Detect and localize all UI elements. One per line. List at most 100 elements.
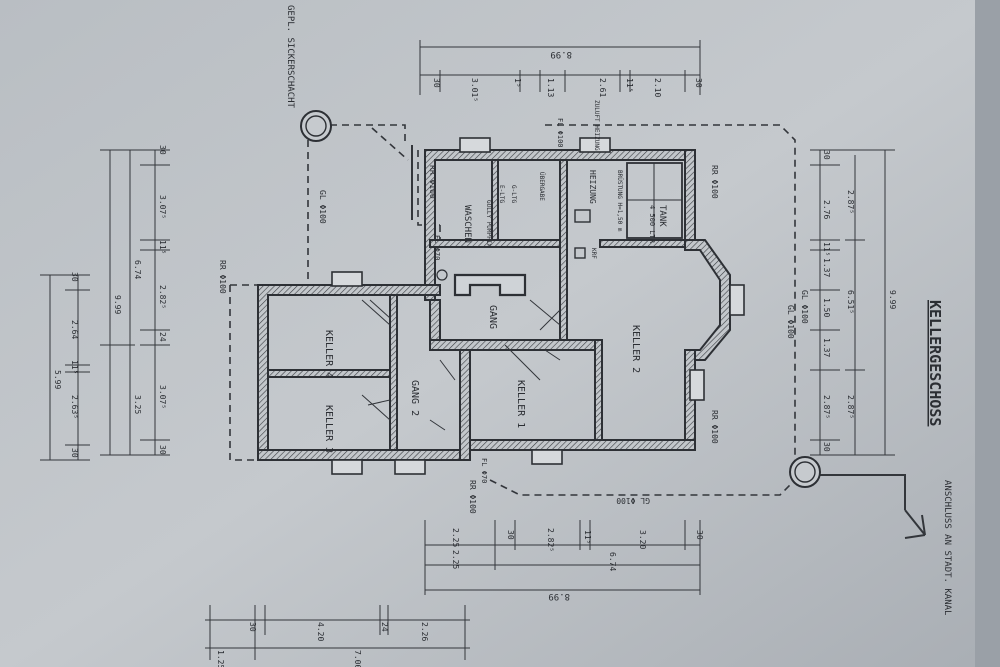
dim-left-p4: 24 — [158, 332, 167, 342]
e-ltg-label: E-LTG — [498, 185, 505, 203]
bruestung-label: BRÜSTUNG H=1,50 m — [616, 170, 623, 232]
dim-lower-total: 7.00 — [353, 650, 362, 667]
pipe-rr100-a: RR Φ100 — [428, 165, 437, 199]
tank-label: TANK — [657, 205, 667, 227]
dim-right-o0: 30 — [822, 150, 831, 160]
dim-left-small: 3.25 — [133, 395, 142, 414]
dim-top-p0: 30 — [432, 78, 441, 88]
dim-left-p1: 3.07⁵ — [158, 195, 167, 219]
paper-right-edge — [975, 0, 1000, 667]
g-ltg-label: G-LTG — [510, 185, 517, 203]
pipe-gl100-b: GL Φ100 — [786, 305, 795, 339]
dim-far-p0: 30 — [70, 272, 79, 282]
dimensions-lower: 1.25 30 4.20 24 2.26 7.00 — [205, 605, 470, 667]
dim-right-b0: 2.87⁵ — [846, 190, 855, 214]
room-heizung: HEIZUNG — [588, 170, 597, 204]
room-labels: KELLER 4 KELLER 3 GANG 2 GANG KELLER 1 K… — [323, 100, 667, 453]
dim-top-p2: 1⁵ — [513, 78, 522, 88]
pipe-fl100: FL Φ100 — [556, 118, 564, 148]
dimensions-far-left: 30 2.64 11⁵ 2.63⁵ 30 5.99 — [40, 272, 90, 461]
dim-lower-p3: 24 — [380, 622, 389, 632]
door-swings — [361, 299, 561, 431]
dim-right-o4: 1.50 — [822, 298, 831, 317]
dim-right-total: 9.99 — [888, 290, 897, 309]
sickerschacht-label: GEPL. SICKERSCHACHT — [285, 5, 295, 109]
dim-top-p4: 2.61 — [598, 78, 607, 97]
krf-label: KRF — [590, 248, 597, 259]
dim-right-o3: 1.37 — [822, 258, 831, 277]
dim-bottom-p1: 30 — [506, 530, 515, 540]
dim-far-p2: 11⁵ — [70, 360, 79, 374]
pipe-rr100-e: RR Φ100 — [468, 480, 477, 514]
dim-right-mid: 6.51⁵ — [846, 290, 855, 314]
dim-bottom-left: 2.25 — [451, 550, 460, 569]
pipe-fl70-a: FL Φ70 — [433, 235, 441, 260]
dim-bottom-p0: 2.25 — [451, 528, 460, 547]
uebergabe-label: ÜBERGABE — [538, 172, 545, 201]
gully-label: GULLY PUMPFIX — [485, 200, 492, 247]
dim-bottom-mid: 6.74 — [608, 552, 617, 571]
dim-far-p1: 2.64 — [70, 320, 79, 339]
oil-tank — [626, 162, 683, 239]
dim-far-p3: 2.63⁵ — [70, 395, 79, 419]
dim-top-p3: 1.13 — [546, 78, 555, 97]
pipe-rr100-c: RR Φ100 — [710, 165, 719, 199]
pipe-rr100-b: RR Φ100 — [218, 260, 227, 294]
dim-lower-p0: 1.25 — [216, 650, 225, 667]
dim-left-p6: 30 — [158, 445, 167, 455]
dim-left-p5: 3.07⁵ — [158, 385, 167, 409]
dim-right-o7: 30 — [822, 442, 831, 452]
kanal-label: ANSCHLUSS AN STADT. KANAL — [942, 480, 952, 615]
dim-bottom-p4: 3.20 — [638, 530, 647, 549]
annotation-labels: GEPL. SICKERSCHACHT ANSCHLUSS AN STADT. … — [285, 5, 952, 615]
interior-walls — [267, 159, 686, 451]
dim-far-total: 5.99 — [53, 370, 62, 389]
dim-left-p3: 2.82⁵ — [158, 285, 167, 309]
dimensions-left: 30 3.07⁵ 11⁵ 2.82⁵ 24 3.07⁵ 30 6.74 3.25… — [100, 145, 170, 456]
dim-right-o1: 2.76 — [822, 200, 831, 219]
dim-left-total: 9.99 — [113, 295, 122, 314]
room-gang2: GANG 2 — [409, 380, 420, 416]
pipe-labels: RR Φ100 GL Φ100 RR Φ100 FL Φ70 FL Φ100 R… — [218, 118, 809, 514]
pipe-fl70-b: FL Φ70 — [480, 458, 488, 483]
dimensions-bottom: 2.25 30 2.82⁵ 11⁵ 3.20 30 2.25 6.74 8.99 — [424, 520, 704, 601]
dim-lower-p2: 4.20 — [316, 622, 325, 641]
tank-capacity: 4 500 LTR — [648, 205, 656, 244]
dim-lower-p1: 30 — [248, 622, 257, 632]
dim-top-p1: 3.01⁵ — [470, 78, 479, 102]
dim-top-p6: 2.10 — [653, 78, 662, 97]
dim-left-mid: 6.74 — [133, 260, 142, 279]
dim-right-o6: 2.87⁵ — [822, 395, 831, 419]
dim-top-total: 8.99 — [550, 49, 572, 59]
pipe-gl100-a: GL Φ100 — [318, 190, 327, 224]
fixtures — [436, 209, 591, 281]
dim-lower-p4: 2.26 — [420, 622, 429, 641]
dim-bottom-p3: 11⁵ — [583, 530, 592, 544]
room-waschen: WASCHEN — [462, 205, 472, 243]
dim-far-p4: 30 — [70, 448, 79, 458]
dim-right-o2: 11⁵ — [822, 242, 831, 256]
dim-left-p0: 30 — [158, 145, 167, 155]
pipe-gl100-d: GL Φ100 — [616, 496, 650, 505]
zuluft-label: ZULUFT HEIZUNG — [593, 100, 600, 151]
dimensions-top: 8.99 30 3.01⁵ 1⁵ 1.13 2.61 11⁵ 2.10 30 — [419, 40, 703, 102]
pipe-gl100-c: GL Φ100 — [800, 290, 809, 324]
dim-right-b1: 2.87⁵ — [846, 395, 855, 419]
dim-top-p7: 30 — [694, 78, 703, 88]
kanal-manhole — [789, 456, 821, 488]
room-keller2: KELLER 2 — [630, 325, 641, 373]
sickerschacht-manhole — [300, 110, 332, 142]
dim-bottom-p2: 2.82⁵ — [546, 528, 555, 552]
dim-bottom-total: 8.99 — [548, 591, 570, 601]
dim-bottom-p5: 30 — [695, 530, 704, 540]
room-keller4: KELLER 4 — [323, 330, 334, 378]
room-keller1: KELLER 1 — [515, 380, 526, 428]
dim-top-p5: 11⁵ — [625, 78, 634, 92]
pipe-rr100-d: RR Φ100 — [710, 410, 719, 444]
plan-title: KELLERGESCHOSS — [926, 300, 944, 426]
room-keller3: KELLER 3 — [323, 405, 334, 453]
dim-right-o5: 1.37 — [822, 338, 831, 357]
